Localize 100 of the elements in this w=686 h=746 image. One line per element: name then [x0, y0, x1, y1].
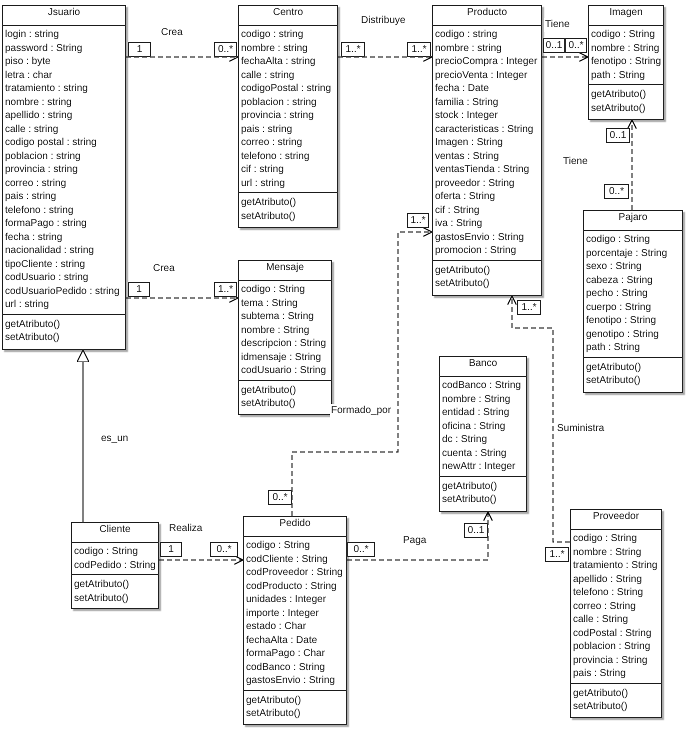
attribute-text: fechaAlta : string [241, 55, 316, 68]
class-name: Proveedor [592, 510, 640, 524]
attribute-text: formaPago : Char [246, 647, 325, 660]
attribute-text: nacionalidad : string [5, 244, 94, 258]
attribute-text: nombre : String [442, 392, 510, 406]
edge-label: Formado_por [330, 404, 392, 418]
attribute-text: apellido : string [5, 109, 72, 122]
method-text: setAtributo() [241, 210, 296, 223]
attribute-text: telefono : string [241, 150, 310, 163]
attribute-text: pecho : String [586, 287, 648, 300]
attribute-text: precioCompra : Integer [435, 55, 538, 68]
attribute-text: telefono : string [5, 204, 74, 217]
attribute-text: codCliente : String [246, 552, 328, 566]
multiplicity-label: 1 [160, 542, 182, 557]
class-box [238, 5, 338, 228]
method-text: setAtributo() [241, 397, 296, 410]
attribute-text: correo : String [573, 600, 636, 613]
class-name: Producto [466, 6, 508, 20]
class-box [2, 5, 126, 350]
attribute-text: fecha : Date [435, 82, 489, 96]
attribute-text: codigo : String [591, 28, 655, 42]
method-text: setAtributo() [591, 102, 646, 115]
attribute-text: provincia : String [573, 654, 648, 667]
multiplicity-label: 0..* [347, 542, 375, 557]
attribute-text: pais : string [5, 190, 56, 204]
attribute-text: codUsuarioPedido : string [5, 284, 120, 298]
attribute-text: codigo : String [74, 545, 138, 558]
class-name: Cliente [99, 523, 131, 536]
attribute-text: idmensaje : String [241, 350, 322, 364]
attribute-text: tipoCliente : string [5, 258, 86, 271]
attribute-text: url : string [5, 298, 49, 312]
attribute-text: codBanco : String [442, 379, 521, 392]
attribute-text: tratamiento : String [573, 559, 658, 572]
method-text: setAtributo() [74, 592, 128, 605]
method-text: setAtributo() [573, 700, 628, 714]
method-text: getAtributo() [586, 360, 642, 374]
attribute-text: path : String [591, 68, 645, 82]
method-text: setAtributo() [5, 331, 60, 344]
multiplicity-label: 1..* [517, 300, 541, 315]
multiplicity-label: 0..* [604, 184, 629, 199]
attribute-text: codUsuario : String [241, 364, 326, 378]
attribute-text: codigo : string [435, 28, 498, 42]
attribute-text: calle : string [5, 122, 58, 136]
attribute-text: unidades : Integer [246, 593, 326, 606]
attribute-text: caracteristicas : String [435, 122, 534, 136]
attribute-text: cif : String [435, 204, 480, 217]
attribute-text: codigo : String [241, 283, 305, 296]
attribute-text: telefono : String [573, 586, 644, 600]
attribute-text: stock : Integer [435, 109, 498, 122]
attribute-text: fenotipo : String [586, 314, 656, 328]
method-text: getAtributo() [246, 694, 302, 707]
class-name: Pedido [279, 517, 311, 530]
attribute-text: porcentaje : String [586, 246, 668, 260]
attribute-text: codProveedor : String [246, 566, 343, 580]
attribute-text: newAttr : Integer [442, 460, 516, 474]
attribute-text: pais : string [241, 122, 292, 136]
attribute-text: subtema : String [241, 310, 314, 324]
attribute-text: calle : String [573, 613, 628, 626]
attribute-text: ventasTienda : String [435, 163, 530, 176]
attribute-text: genotipo : String [586, 328, 659, 341]
multiplicity-label: 1..* [407, 213, 429, 228]
attribute-text: fecha : string [5, 230, 62, 244]
class-box [588, 5, 664, 120]
method-text: getAtributo() [442, 480, 498, 493]
multiplicity-label: 0..* [268, 490, 292, 505]
attribute-text: letra : char [5, 68, 52, 82]
edge-label: Paga [402, 534, 428, 548]
method-text: setAtributo() [435, 277, 490, 290]
method-text: getAtributo() [241, 196, 296, 210]
attribute-text: login : string [5, 28, 59, 42]
dependency-arrow [506, 295, 570, 542]
class-box [432, 5, 542, 296]
multiplicity-label: 0..1 [464, 523, 488, 538]
attribute-text: codProducto : String [246, 580, 337, 593]
class-name: Jsuario [48, 6, 80, 20]
class-box [439, 356, 527, 512]
attribute-text: tema : String [241, 296, 298, 310]
attribute-text: provincia : string [241, 109, 314, 122]
method-text: getAtributo() [74, 578, 130, 592]
attribute-text: codPedido : String [74, 558, 156, 572]
class-box [238, 260, 332, 415]
multiplicity-label: 1..* [407, 42, 431, 57]
attribute-text: codigo postal : string [5, 136, 97, 150]
class-name: Banco [468, 357, 498, 370]
edge-label: Distribuye [360, 14, 406, 28]
multiplicity-label: 1..* [341, 42, 365, 57]
attribute-text: dc : String [442, 433, 488, 446]
method-text: setAtributo() [586, 374, 640, 388]
method-text: getAtributo() [573, 686, 628, 700]
attribute-text: codUsuario : string [5, 271, 88, 284]
method-text: getAtributo() [435, 264, 490, 277]
attribute-text: ventas : String [435, 150, 499, 163]
multiplicity-label: 0..1 [543, 38, 565, 53]
class-name: Imagen [609, 6, 643, 20]
attribute-text: codigo : String [586, 233, 650, 246]
dependency-arrow [292, 226, 433, 516]
attribute-text: calle : string [241, 68, 294, 82]
attribute-text: poblacion : String [573, 640, 650, 654]
multiplicity-label: 1 [128, 282, 150, 297]
attribute-text: codigo : String [573, 532, 637, 546]
